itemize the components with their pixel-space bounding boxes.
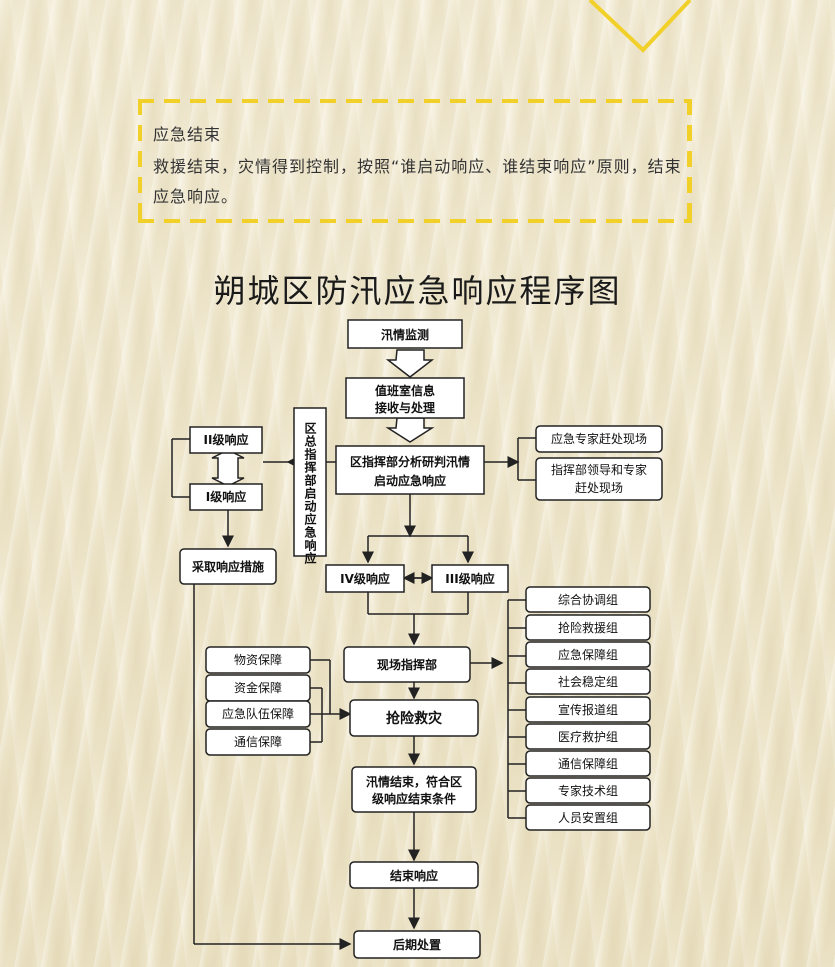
label-group-0: 综合协调组 [558,592,618,607]
box-expert [535,425,663,453]
label-leaders-2: 赶处现场 [575,481,623,495]
label-support-3: 通信保障 [234,734,282,749]
box-aftermath [353,930,481,959]
label-end-cond-2: 级响应结束条件 [372,791,456,806]
box-leaders [535,457,663,501]
box-end-cond [351,766,477,813]
label-support-1: 资金保障 [234,680,282,695]
box-end-response [349,861,479,889]
box-group-4 [525,696,651,723]
box-support-0 [205,646,311,674]
box-monitor [347,319,463,349]
box-support-3 [205,728,311,756]
label-level4: IV级响应 [340,571,390,586]
label-level2: II级响应 [204,432,249,447]
box-duty [345,377,465,419]
label-group-4: 宣传报道组 [558,702,618,717]
label-group-7: 专家技术组 [558,783,618,798]
label-end-cond-1: 汛情结束，符合区 [366,774,462,789]
label-group-5: 医疗救护组 [558,729,618,744]
box-group-5 [525,723,651,750]
label-level3: III级响应 [445,571,494,586]
box-rescue [349,699,479,737]
label-monitor: 汛情监测 [381,327,429,342]
flow-boxes [179,319,663,959]
label-vertical: 区总指挥部启动应急响应 [303,422,317,565]
label-analysis-1: 区指挥部分析研判汛情 [350,454,470,469]
label-duty-2: 接收与处理 [375,400,435,415]
box-level2 [189,426,263,454]
box-group-1 [525,614,651,641]
notice-heading: 应急结束 [153,125,222,144]
notice-dashed-border [138,99,692,223]
notice-box: 应急结束 救援结束，灾情得到控制，按照“谁启动响应、谁结束响应”原则，结束应急响… [138,99,692,223]
box-level3 [431,564,509,593]
box-group-3 [525,668,651,695]
label-analysis-2: 启动应急响应 [374,473,446,488]
page-title: 朔城区防汛应急响应程序图 [213,272,622,310]
notice-body: 救援结束，灾情得到控制，按照“谁启动响应、谁结束响应”原则，结束应急响应。 [153,157,682,206]
decorative-chevron [588,0,692,53]
box-measures [179,548,277,585]
label-measures: 采取响应措施 [191,559,264,574]
connector-lines [171,349,536,950]
label-group-2: 应急保障组 [558,647,618,662]
box-level4 [325,564,405,593]
box-level1 [189,483,263,511]
label-level1: I级响应 [206,489,246,504]
box-group-0 [525,586,651,613]
label-aftermath: 后期处置 [393,937,441,952]
box-group-8 [525,804,651,831]
box-field-hq [343,646,471,683]
label-duty-1: 值班室信息 [375,383,435,398]
box-support-2 [205,700,311,728]
box-vertical-label [293,407,327,557]
label-group-1: 抢险救援组 [558,620,618,635]
label-end-response: 结束响应 [390,868,438,883]
label-field-hq: 现场指挥部 [377,657,437,672]
label-rescue: 抢险救灾 [386,710,443,727]
label-expert: 应急专家赶处现场 [551,431,647,446]
box-group-7 [525,777,651,804]
label-support-0: 物资保障 [234,652,282,667]
label-leaders-1: 指挥部领导和专家 [551,462,647,477]
box-analysis [335,445,485,495]
label-group-6: 通信保障组 [558,756,618,771]
box-group-6 [525,750,651,777]
label-group-8: 人员安置组 [558,810,618,825]
label-group-3: 社会稳定组 [558,674,618,689]
flow-labels: 汛情监测 值班室信息 接收与处理 区指挥部分析研判汛情 启动应急响应 区总指挥部… [191,327,647,952]
label-support-2: 应急队伍保障 [222,706,294,721]
box-group-2 [525,641,651,668]
